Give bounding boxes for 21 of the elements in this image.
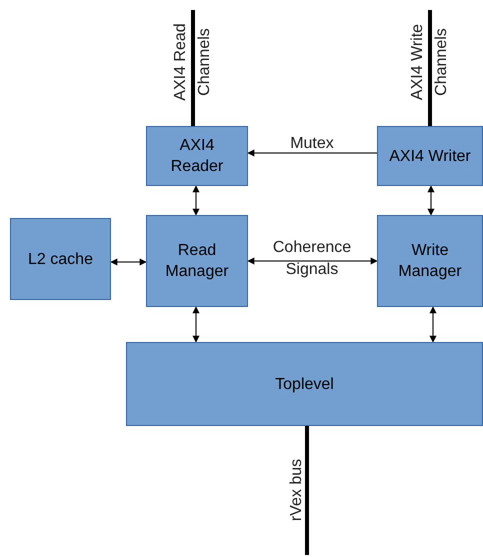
arrow <box>430 306 436 343</box>
edge-label: Coherence Signals <box>272 238 352 280</box>
process-box: Read Manager <box>146 215 248 307</box>
arrow <box>192 306 200 343</box>
bus-line <box>191 10 195 126</box>
bus-line <box>428 10 432 126</box>
process-box: Toplevel <box>126 342 483 426</box>
process-box: Write Manager <box>377 215 483 307</box>
edge-label: Mutex <box>289 134 335 154</box>
arrow <box>110 258 147 266</box>
arrow <box>428 185 434 216</box>
arrow <box>192 185 200 216</box>
edge-label: rVex bus <box>287 458 306 524</box>
edge-label: AXI4 Write Channels <box>408 22 451 102</box>
bus-line <box>305 426 309 555</box>
process-box: L2 cache <box>10 218 111 300</box>
arrow <box>247 258 378 264</box>
arrow <box>247 150 378 156</box>
process-box: AXI4 Writer <box>377 126 483 186</box>
edge-label: AXI4 Read Channels <box>171 22 214 103</box>
process-box: AXI4 Reader <box>146 126 248 186</box>
